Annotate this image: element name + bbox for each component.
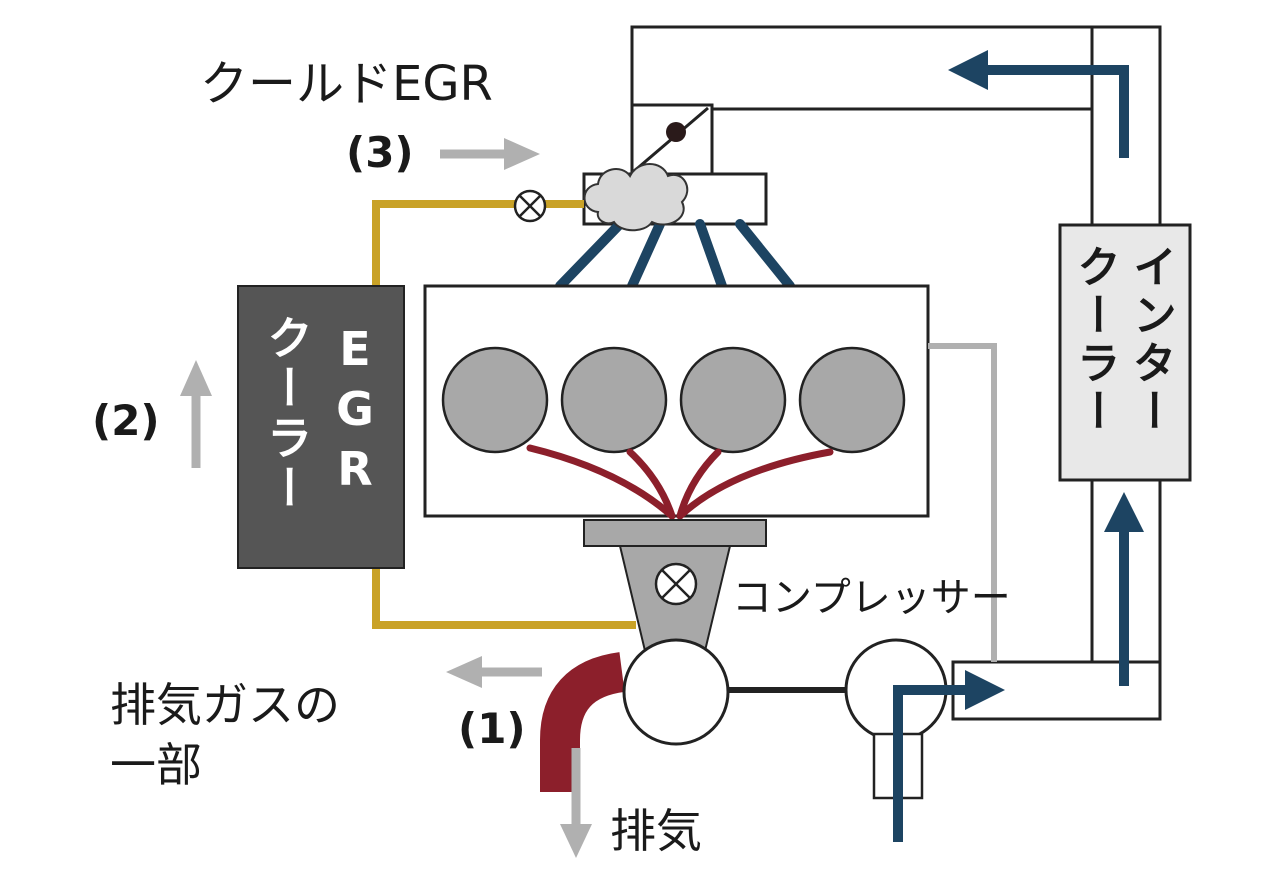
exhaust-down-arrow: [560, 748, 592, 858]
flow-arrow-2: [180, 360, 212, 468]
exhaust-label: 排気: [610, 804, 702, 858]
exhaust-outlet-pipe: [540, 652, 626, 792]
cooled-egr-label: クールドEGR: [200, 56, 493, 112]
exhaust-part-label-line1: 排気ガスの: [110, 678, 340, 732]
intake-runners: [555, 219, 795, 291]
egr-valve: [513, 189, 547, 223]
step-3-label: (3): [346, 128, 414, 177]
grey-return-line: [928, 343, 997, 662]
turbine-wheel: [622, 638, 730, 746]
egr-cooler-label-egr: EGR: [328, 322, 382, 502]
cylinder-1: [441, 346, 549, 454]
cylinder-4: [798, 346, 906, 454]
exhaust-runners: [526, 444, 834, 520]
egr-cooler-box: [237, 285, 405, 569]
flow-arrow-1: [446, 656, 542, 688]
compressor-label: コンプレッサー: [732, 575, 1011, 621]
step-2-label: (2): [92, 396, 160, 445]
intake-flow-arrows: [893, 50, 1144, 842]
intercooler-label-inter: インター: [1125, 244, 1176, 436]
intercooler-box: [1058, 223, 1192, 482]
step-1-label: (1): [458, 704, 526, 753]
exhaust-part-label-line2: 一部: [110, 738, 202, 792]
exhaust-collector: [583, 519, 767, 547]
cylinder-3: [679, 346, 787, 454]
egr-cooler-label-cooler: クーラー: [260, 314, 314, 514]
wastegate-valve: [654, 562, 698, 606]
cylinder-2: [560, 346, 668, 454]
egr-gas-cloud: [583, 163, 689, 232]
intercooler-label-cooler: クーラー: [1069, 244, 1120, 436]
throttle-pivot: [666, 122, 686, 142]
flow-arrow-3: [440, 138, 540, 170]
